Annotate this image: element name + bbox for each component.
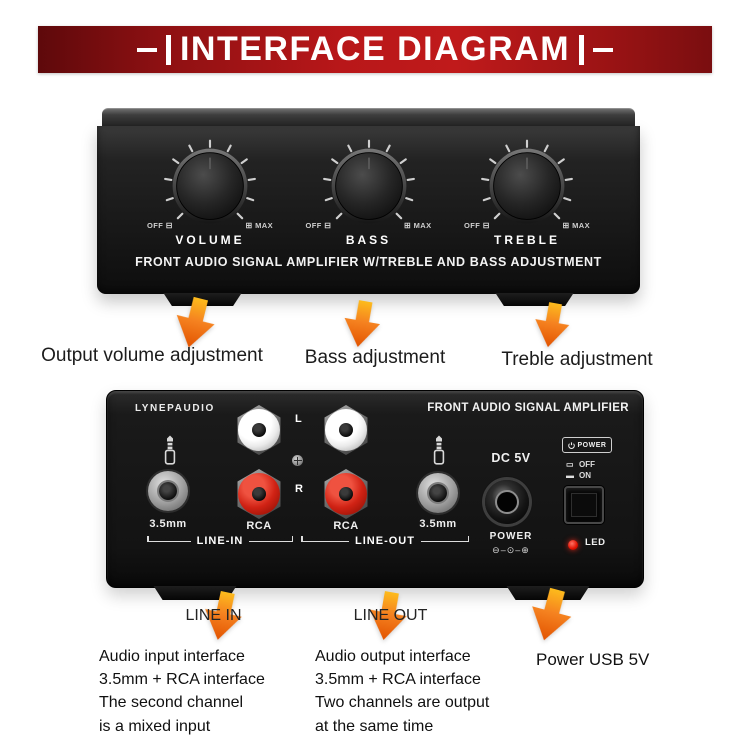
treble-label: TREBLE [494, 233, 560, 247]
line-in-tag: LINE IN [185, 607, 242, 624]
volume-label: VOLUME [175, 233, 245, 247]
line-in-rca-white-jack [233, 404, 285, 456]
polarity-icon: ⊖–⊙–⊕ [492, 545, 530, 555]
scale-max: ⊞ MAX [245, 221, 273, 230]
led-label: LED [585, 537, 606, 548]
line-out-group-label: LINE-OUT [301, 535, 470, 547]
device-foot [506, 586, 590, 600]
audio-plug-icon [432, 435, 446, 465]
bass-knob-group: OFF ⊟ ⊞ MAX BASS [294, 138, 444, 247]
device-foot [495, 293, 574, 306]
bass-knob-icon [311, 138, 427, 227]
bass-label: BASS [345, 233, 392, 247]
minus-box-icon: ⊟ [482, 221, 490, 230]
dc-power-jack [485, 480, 529, 524]
down-arrow-treble [522, 299, 581, 353]
power-icon [567, 441, 575, 449]
down-arrow-bass [332, 297, 392, 353]
left-channel-marker: L [295, 413, 302, 425]
power-jack-label: POWER [489, 531, 533, 542]
switch-on-state: ▬ON [566, 471, 591, 480]
banner-line-right [593, 47, 614, 52]
switch-off-state: ▭OFF [566, 460, 595, 469]
scale-off: OFF ⊟ [464, 221, 490, 230]
line-out-rca-label: RCA [333, 520, 359, 532]
dc-input-label: DC 5V [491, 451, 531, 465]
bracket-line [249, 535, 294, 542]
line-out-description: Audio output interface 3.5mm + RCA inter… [315, 648, 490, 735]
treble-knob-icon [469, 138, 585, 227]
power-push-button [564, 486, 604, 524]
back-panel-title: FRONT AUDIO SIGNAL AMPLIFIER [427, 402, 629, 414]
knob-row: OFF ⊟ ⊞ MAX VOLUME OFF ⊟ ⊞ MAX BASS [97, 126, 640, 247]
minus-box-icon: ⊟ [165, 221, 173, 230]
scale-max: ⊞ MAX [562, 221, 590, 230]
line-in-group-label: LINE-IN [147, 535, 294, 547]
treble-scale: OFF ⊟ ⊞ MAX [464, 221, 590, 230]
volume-knob-icon [152, 138, 268, 227]
screw-icon [292, 455, 303, 466]
line-out-rca-white-jack [320, 404, 372, 456]
scale-max: ⊞ MAX [404, 221, 432, 230]
bass-annotation: Bass adjustment [304, 347, 446, 368]
amplifier-front-view: OFF ⊟ ⊞ MAX VOLUME OFF ⊟ ⊞ MAX BASS [97, 108, 640, 294]
power-description: Power USB 5V [536, 650, 650, 669]
bracket-line [301, 535, 350, 542]
page-title: INTERFACE DIAGRAM [179, 30, 571, 68]
scale-off: OFF ⊟ [305, 221, 332, 230]
treble-annotation: Treble adjustment [501, 349, 653, 370]
bracket-line [147, 535, 191, 542]
audio-plug-icon [163, 435, 177, 465]
plus-box-icon: ⊞ [404, 221, 412, 230]
plus-box-icon: ⊞ [562, 221, 570, 230]
line-in-rca-label: RCA [246, 520, 272, 532]
line-in-3-5mm-label: 3.5mm [149, 518, 187, 530]
line-out-3-5mm-jack [418, 473, 458, 513]
bass-scale: OFF ⊟ ⊞ MAX [306, 221, 432, 230]
plus-box-icon: ⊞ [245, 221, 253, 230]
button-down-icon: ▬ [566, 471, 574, 480]
banner-line-left [136, 47, 157, 52]
power-switch-title: POWER [562, 437, 612, 453]
title-banner: INTERFACE DIAGRAM [38, 26, 712, 73]
line-in-description: Audio input interface 3.5mm + RCA interf… [99, 648, 265, 735]
volume-annotation: Output volume adjustment [41, 345, 263, 366]
device-foot [153, 586, 237, 600]
volume-knob-group: OFF ⊟ ⊞ MAX VOLUME [135, 138, 285, 247]
switch-states: ▭OFF ▬ON [566, 459, 595, 481]
scale-off: OFF ⊟ [147, 221, 173, 230]
line-out-tag: LINE OUT [353, 607, 428, 624]
line-in-3-5mm-jack [148, 471, 188, 511]
line-out-rca-red-jack [320, 468, 372, 520]
banner-bar-right [579, 34, 585, 65]
bracket-line [420, 535, 470, 542]
button-up-icon: ▭ [566, 460, 574, 469]
line-in-rca-red-jack [233, 468, 285, 520]
right-channel-marker: R [295, 483, 303, 495]
volume-scale: OFF ⊟ ⊞ MAX [147, 221, 273, 230]
front-caption: FRONT AUDIO SIGNAL AMPLIFIER W/TREBLE AN… [135, 255, 602, 269]
front-panel-face: OFF ⊟ ⊞ MAX VOLUME OFF ⊟ ⊞ MAX BASS [97, 126, 640, 294]
front-top-face [102, 108, 635, 126]
banner-bar-left [165, 34, 171, 65]
line-out-3-5mm-label: 3.5mm [419, 518, 457, 530]
led-indicator [568, 540, 578, 550]
minus-box-icon: ⊟ [324, 221, 332, 230]
amplifier-back-view: LYNEPAUDIO FRONT AUDIO SIGNAL AMPLIFIER … [106, 390, 644, 588]
treble-knob-group: OFF ⊟ ⊞ MAX TREBLE [452, 138, 602, 247]
brand-logo: LYNEPAUDIO [135, 403, 215, 414]
